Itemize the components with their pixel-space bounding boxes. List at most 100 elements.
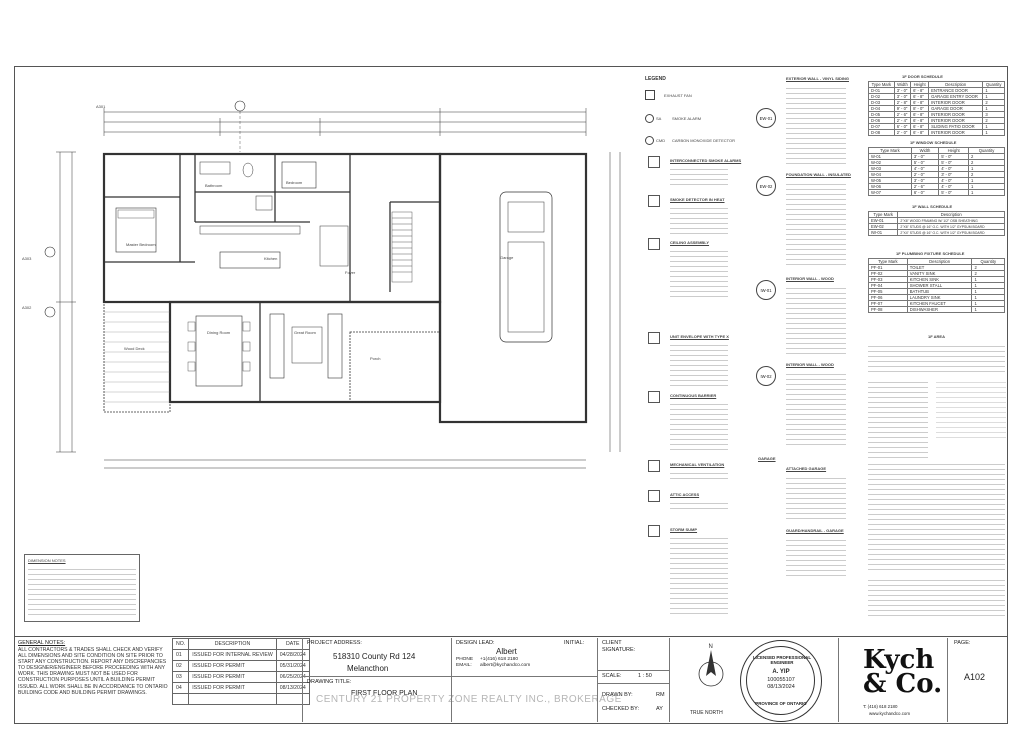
cell: 04 <box>171 682 190 694</box>
seal-date: 08/13/2024 <box>767 684 795 690</box>
room-dining: Dining Room <box>207 330 231 335</box>
cell: ISSUED FOR PERMIT <box>188 682 277 694</box>
revision-header: NO. DESCRIPTION DATE <box>171 638 310 650</box>
cell: D-08 <box>868 129 895 136</box>
page-block: PAGE: A102 <box>950 638 1006 722</box>
note-body-8 <box>670 534 728 614</box>
note-marker-2 <box>648 195 660 207</box>
room-foyer: Foyer <box>345 270 356 275</box>
cell: GARAGE ENTRY DOOR <box>928 93 984 100</box>
client-block: CLIENT SIGNATURE: <box>598 638 670 722</box>
legend-exhaust-fan: EXHAUST FAN <box>664 93 692 98</box>
legend-smoke-alarm: SMOKE ALARM <box>672 116 702 121</box>
dimension-notes-body <box>28 565 136 619</box>
watermark-text: CENTURY 21 PROPERTY ZONE REALTY INC., BR… <box>316 694 622 705</box>
cell: 5' - 0" <box>938 189 970 196</box>
scale-block: SCALE: 1 : 50 DRAWN BY: RM CHECKED BY: A… <box>598 670 670 722</box>
project-address-line2: Melancthon <box>347 664 389 673</box>
room-bedroom: Bedroom <box>286 180 303 185</box>
note-marker-1 <box>648 156 660 168</box>
cell: PF-08 <box>868 306 908 313</box>
exhaust-fan-icon <box>645 90 655 100</box>
design-lead-label: DESIGN LEAD: <box>456 640 495 646</box>
client-label: CLIENT <box>602 640 622 646</box>
door-col-height: Height <box>910 81 930 88</box>
wall-body-iw01 <box>786 284 846 354</box>
note-body-6 <box>670 469 728 483</box>
signature-label: SIGNATURE: <box>602 647 636 653</box>
wall-tag-iw01: IW-01 <box>756 280 776 300</box>
note-body-1 <box>670 165 728 185</box>
brand-web: www.kychandco.com <box>869 711 910 716</box>
wall-tag-ew02: EW-02 <box>756 176 776 196</box>
note-heading-5: CONTINUOUS BARRIER <box>670 393 717 398</box>
balcony-notes-body <box>868 576 1005 616</box>
wall-label-ew01: EXTERIOR WALL - VINYL SIDING <box>786 76 849 81</box>
engineer-seal: LICENSED PROFESSIONAL ENGINEER A. YIP 10… <box>740 640 822 722</box>
phone-label: PHONE <box>456 657 474 662</box>
scale-value: 1 : 50 <box>638 673 652 679</box>
table-row <box>171 693 310 705</box>
legend-title: LEGEND <box>645 76 666 82</box>
area-title: 1F AREA <box>928 334 945 339</box>
section-tag-left-1: A303 <box>22 256 32 261</box>
note-marker-4 <box>648 332 660 344</box>
checked-by-value: AY <box>656 706 663 712</box>
wall-body-ew01 <box>786 84 846 164</box>
project-address-line1: 518310 County Rd 124 <box>333 652 416 661</box>
attached-garage-body <box>786 474 846 522</box>
note-marker-5 <box>648 391 660 403</box>
room-garage: Garage <box>500 255 514 260</box>
drawing-title-label: DRAWING TITLE: <box>307 679 352 685</box>
cell: 2"X4" STUDS @ 16" O.C. WITH 1/2" GYPSUM … <box>897 229 1005 236</box>
plumbing-schedule-header: Type Mark Description Quantity <box>868 258 1005 265</box>
sheet-border <box>14 66 1008 724</box>
phone-value: +1(416) 618 2180 <box>480 657 519 662</box>
cell: INTERIOR DOOR <box>928 129 984 136</box>
door-col-type: Type Mark <box>868 81 895 88</box>
section-tag-left-2: A302 <box>22 305 32 310</box>
general-notes-block: GENERAL NOTES: ALL CONTRACTORS & TRADES … <box>18 640 168 720</box>
drawn-by-value: RM <box>656 692 665 698</box>
note-body-3 <box>670 247 728 297</box>
brand-logo-line1: Kych <box>863 645 935 675</box>
wall-body-iw02 <box>786 370 846 445</box>
dimension-notes-title: DIMENSION NOTES <box>28 558 66 563</box>
brand-logo-line2: & Co. <box>863 669 943 699</box>
cell: DISHWASHER <box>906 306 973 313</box>
rev-col-desc: DESCRIPTION <box>188 638 277 650</box>
svg-text:N: N <box>709 644 713 650</box>
cell: ISSUED FOR PERMIT <box>188 671 277 683</box>
note-body-4 <box>670 341 728 387</box>
title-block <box>14 636 1008 724</box>
wall-schedule-title: 1F WALL SCHEDULE <box>912 204 953 209</box>
room-porch: Porch <box>370 356 381 361</box>
cell: 1 <box>971 306 1005 313</box>
cell: 03 <box>171 671 190 683</box>
drawn-by-label: DRAWN BY: <box>602 692 633 698</box>
cell: 01 <box>171 649 190 661</box>
wall-tag-ew01: EW-01 <box>756 108 776 128</box>
email-value: albert@kychandco.com <box>480 663 531 668</box>
wall-label-iw02: INTERIOR WALL - WOOD <box>786 362 834 367</box>
project-address-label: PROJECT ADDRESS: <box>307 640 362 646</box>
initial-label: INITIAL: <box>564 640 585 646</box>
legend-cmd-code: CMD <box>656 138 666 143</box>
page-label: PAGE: <box>954 640 971 646</box>
brand-phone: T: (416) 618 2180 <box>863 704 898 709</box>
cell: 6' - 0" <box>910 189 940 196</box>
room-kitchen: Kitchen <box>264 256 278 261</box>
attached-garage-label: ATTACHED GARAGE <box>786 466 827 471</box>
door-schedule-table: Type Mark Width Height Description Quant… <box>868 81 1005 136</box>
